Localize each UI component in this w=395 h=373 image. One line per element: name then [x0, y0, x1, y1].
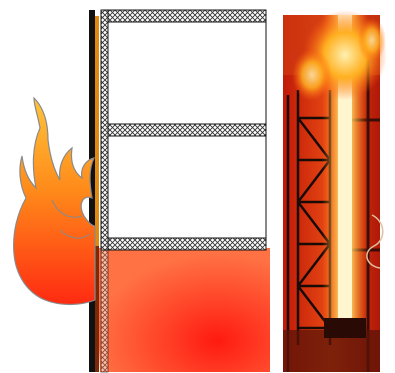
- inner-wall-lower: [101, 250, 108, 372]
- cladding-layer: [95, 16, 99, 246]
- room-upper: [108, 22, 266, 124]
- floor-slab-middle: [101, 124, 266, 136]
- flame-burst-right: [358, 18, 386, 62]
- floor-slab-top: [101, 10, 266, 22]
- left-panel: [14, 10, 270, 372]
- right-panel-photo: [283, 10, 387, 372]
- room-middle: [108, 136, 266, 238]
- flame-icon: [14, 98, 95, 305]
- flame-burst-left: [292, 49, 332, 101]
- inner-wall: [101, 10, 108, 250]
- fire-plume: [95, 248, 270, 372]
- floor-slab-lower: [101, 238, 266, 250]
- burner-box: [324, 318, 366, 338]
